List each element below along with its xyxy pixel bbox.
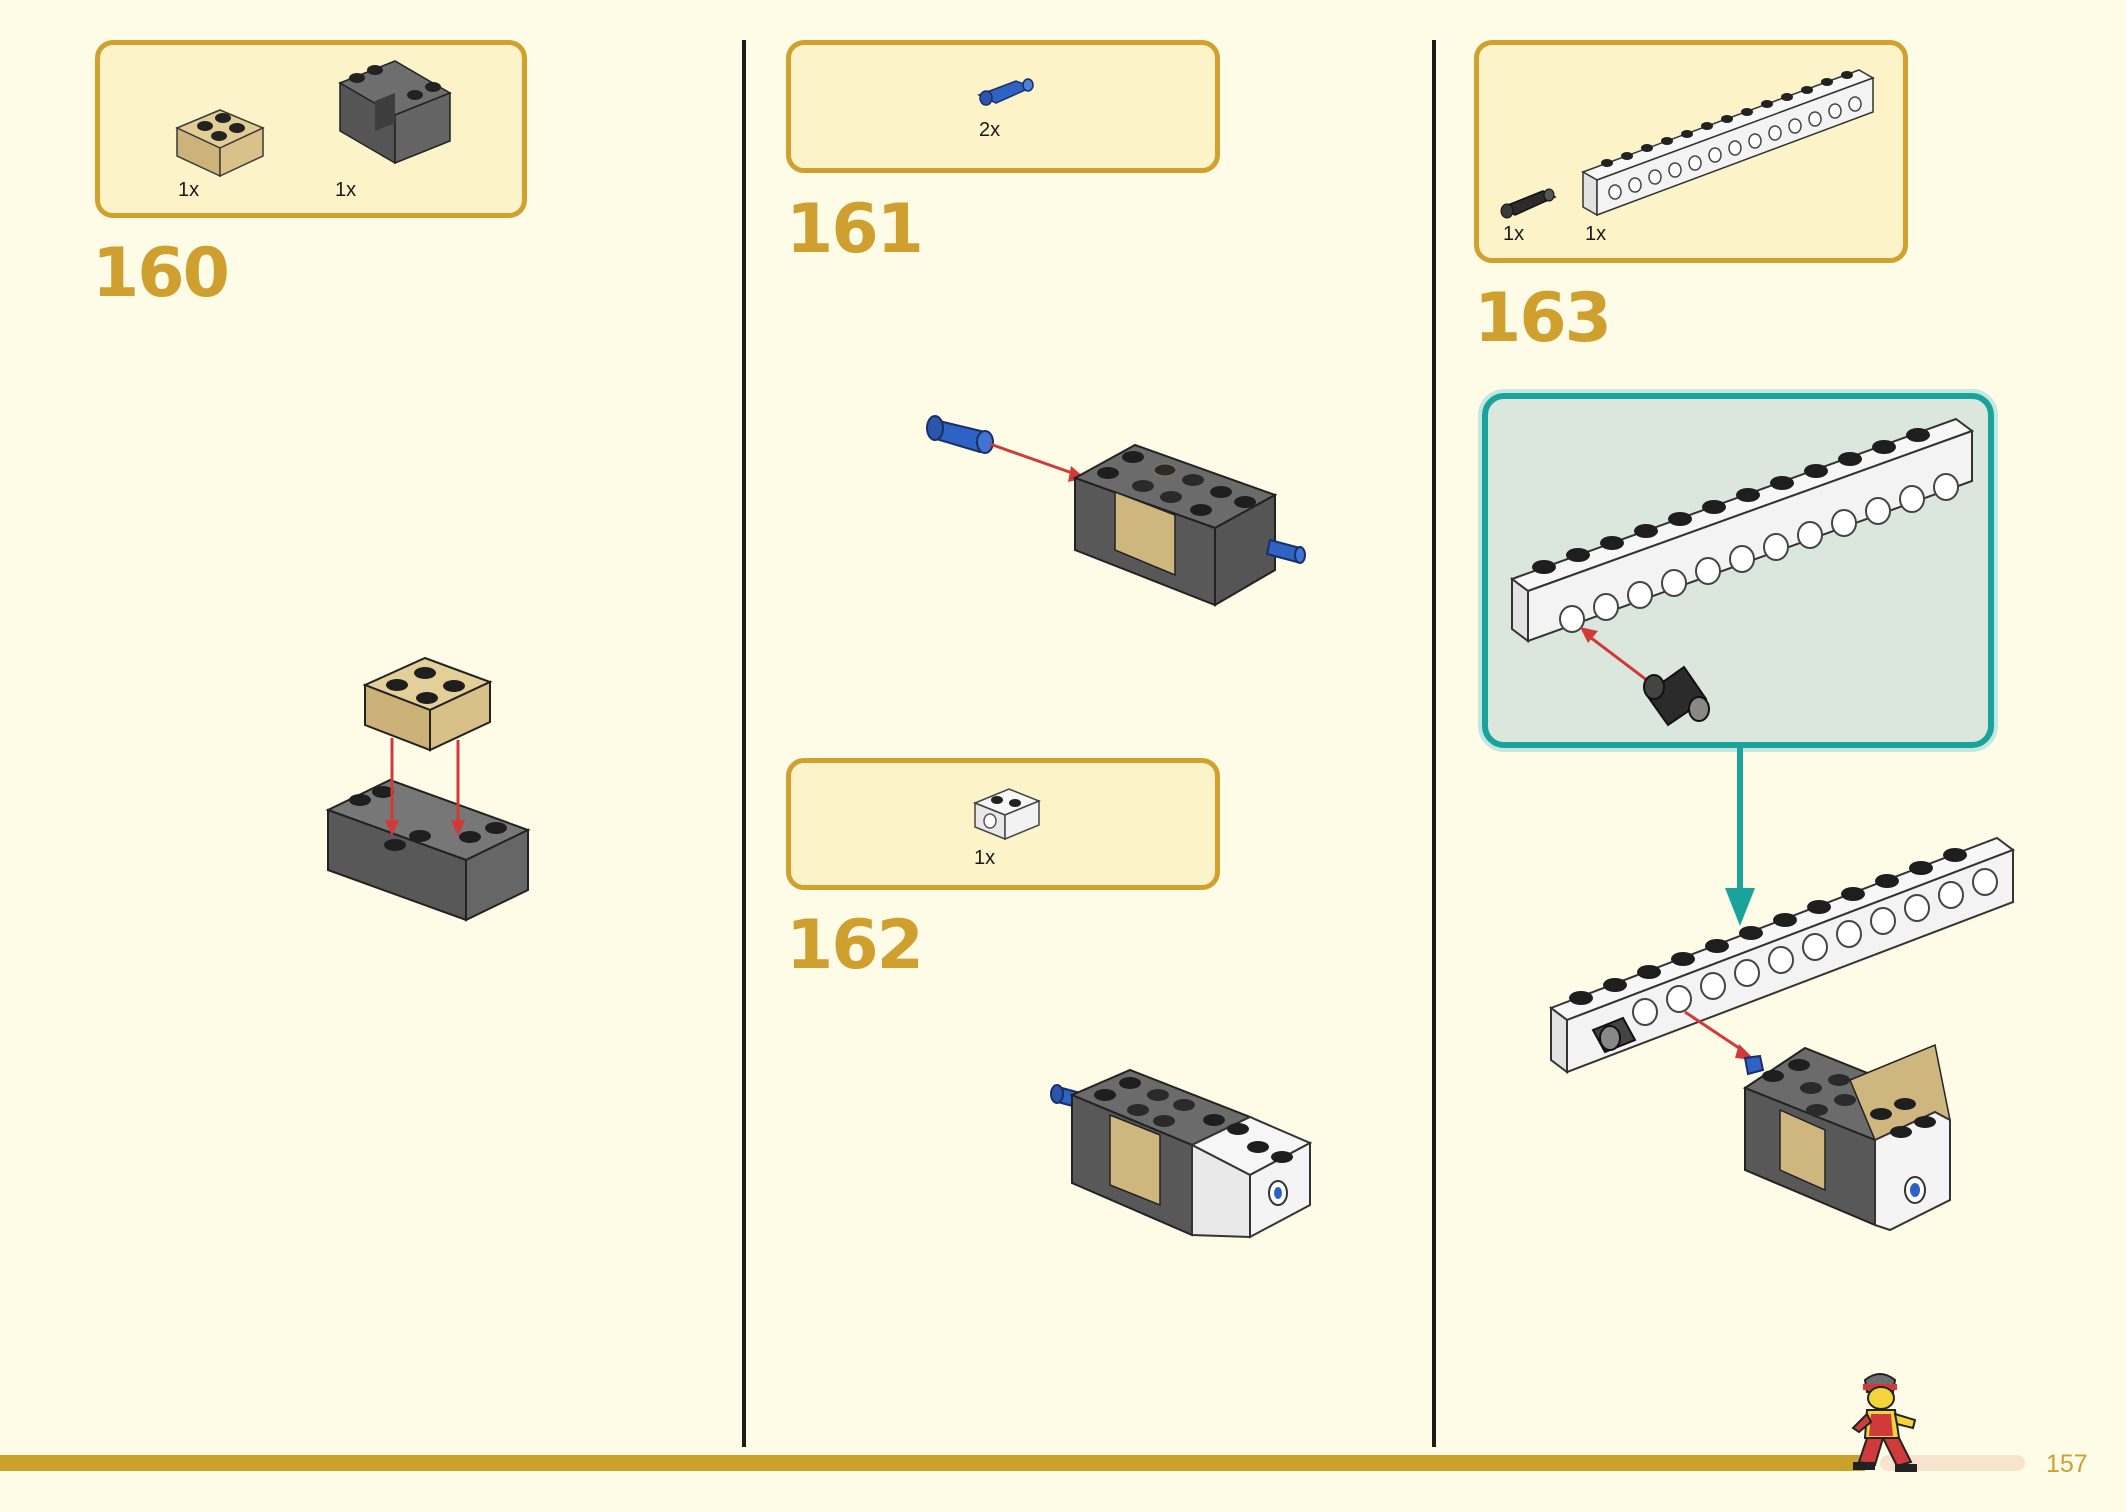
column-divider-1 xyxy=(742,40,746,1447)
parts-list-162: 1x xyxy=(786,758,1220,890)
step-number: 163 xyxy=(1474,279,1612,358)
step-number: 162 xyxy=(786,906,924,985)
step-160-assembly xyxy=(325,656,531,922)
part-qty: 1x xyxy=(1503,223,1525,245)
blue-axle-pin-icon xyxy=(977,78,1034,106)
black-friction-pin-icon xyxy=(1500,188,1557,219)
parts-list-160: 1x 1x xyxy=(95,40,527,218)
step-161-assembly xyxy=(926,415,1306,607)
step-163-assembly xyxy=(1548,836,2016,1232)
part-qty: 2x xyxy=(979,119,1001,141)
part-qty: 1x xyxy=(335,179,357,201)
callout-connector-arrow xyxy=(1725,748,1755,926)
step-162-assembly xyxy=(1050,1068,1313,1239)
parts-list-161: 2x xyxy=(786,40,1220,173)
page-number: 157 xyxy=(2046,1450,2088,1478)
column-divider-2 xyxy=(1432,40,1436,1447)
dark-gray-technic-brick-icon xyxy=(338,60,452,165)
part-qty: 1x xyxy=(1585,223,1607,245)
callout-beam-with-pin xyxy=(1509,417,1975,727)
step-number: 160 xyxy=(92,234,230,313)
footer-bar xyxy=(0,1455,1865,1471)
part-qty: 1x xyxy=(178,179,200,201)
minifigure-runner-icon xyxy=(1851,1373,1917,1472)
white-technic-brick-icon xyxy=(973,788,1041,841)
parts-list-163: 1x 1x xyxy=(1474,40,1908,263)
tan-brick-2x2-icon xyxy=(175,109,265,178)
part-qty: 1x xyxy=(974,847,996,869)
step-number: 161 xyxy=(786,190,924,269)
sub-assembly-callout xyxy=(1482,393,1994,748)
white-technic-beam-icon xyxy=(1581,69,1875,217)
